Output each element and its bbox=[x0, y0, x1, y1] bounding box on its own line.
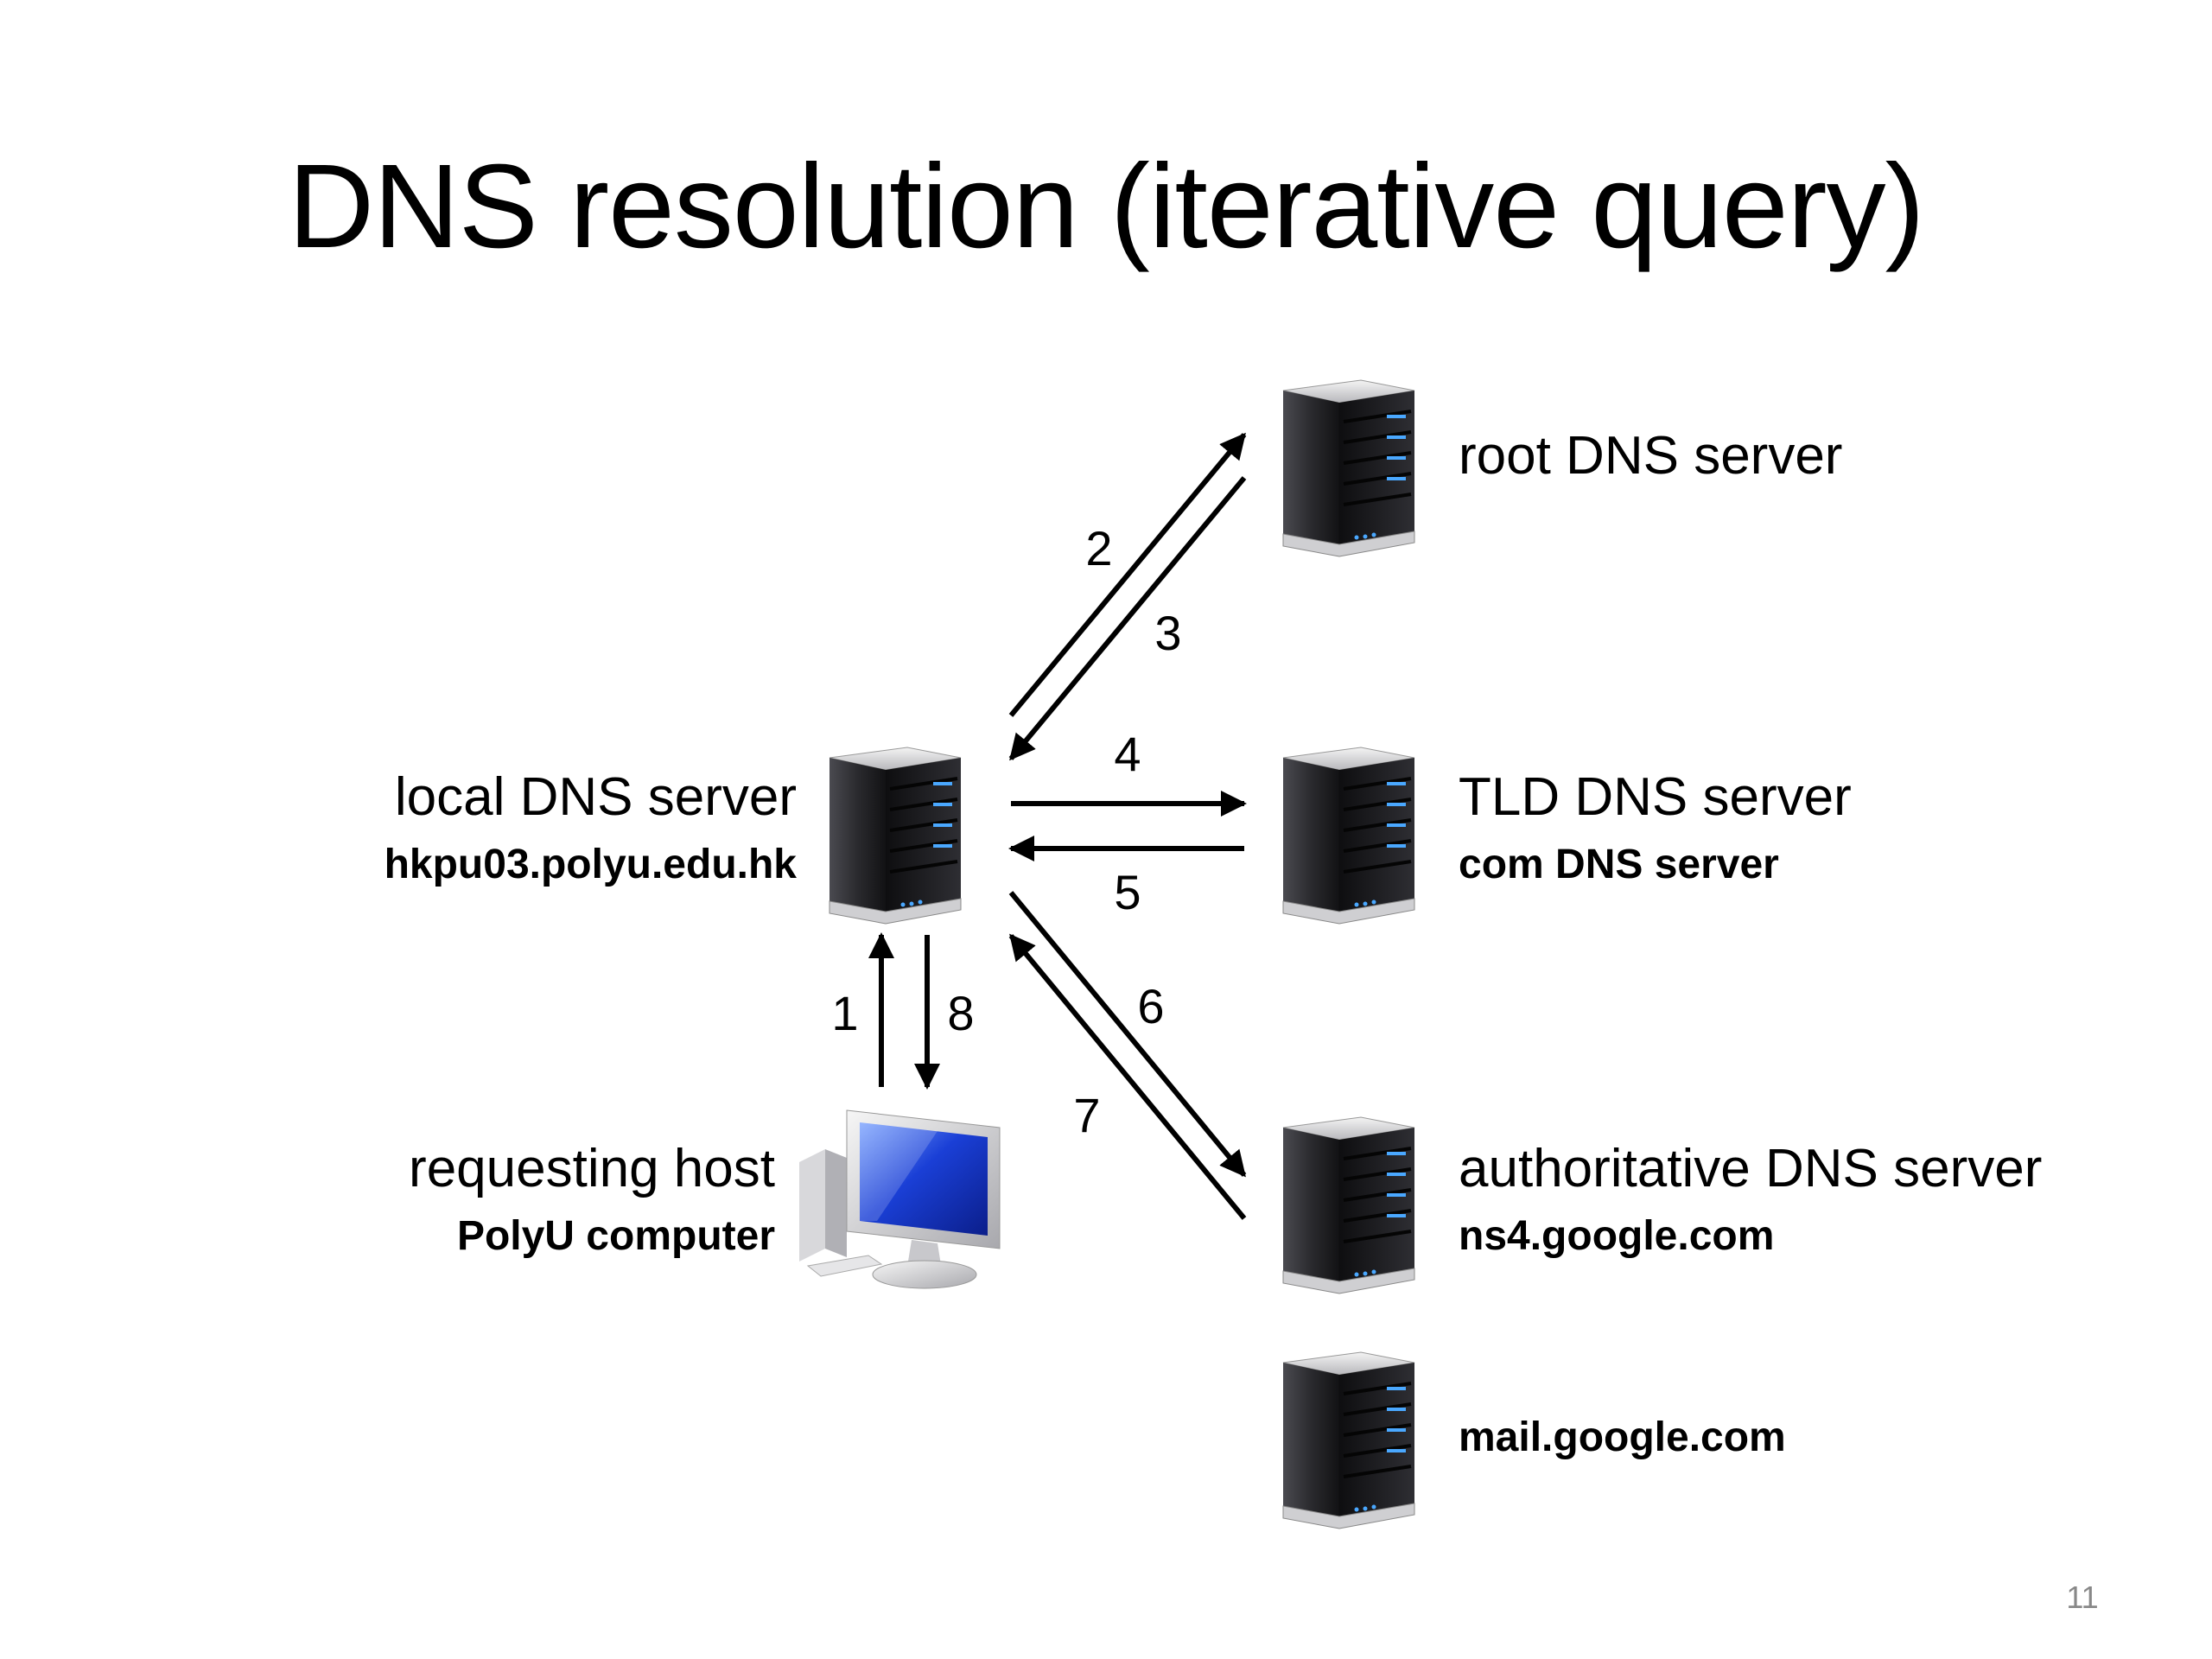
arrow-7 bbox=[1008, 933, 1247, 1220]
host-sublabel: PolyU computer bbox=[456, 1213, 775, 1259]
mail-server-sublabel: mail.google.com bbox=[1459, 1414, 1786, 1460]
step-7-label: 7 bbox=[1073, 1088, 1101, 1142]
local-server-label: local DNS server bbox=[394, 767, 797, 827]
mail-server-icon bbox=[1281, 1351, 1416, 1530]
local-server-sublabel: hkpu03.polyu.edu.hk bbox=[384, 842, 797, 887]
step-8-label: 8 bbox=[947, 986, 975, 1040]
step-1-label: 1 bbox=[831, 986, 859, 1040]
page-number: 11 bbox=[2066, 1580, 2099, 1615]
root-server-icon bbox=[1281, 378, 1416, 558]
host-label: requesting host bbox=[409, 1139, 775, 1198]
step-5-label: 5 bbox=[1114, 865, 1141, 919]
authoritative-server-label: authoritative DNS server bbox=[1459, 1139, 2043, 1198]
authoritative-server-sublabel: ns4.google.com bbox=[1459, 1213, 1775, 1259]
local-server-icon bbox=[828, 746, 963, 925]
step-4-label: 4 bbox=[1114, 727, 1141, 781]
arrow-6 bbox=[1008, 891, 1247, 1178]
step-2-label: 2 bbox=[1085, 521, 1113, 575]
computer-icon bbox=[799, 1109, 1001, 1289]
arrow-2 bbox=[1008, 432, 1247, 717]
tld-server-sublabel: com DNS server bbox=[1459, 842, 1779, 887]
step-3-label: 3 bbox=[1154, 606, 1182, 660]
tld-server-label: TLD DNS server bbox=[1459, 767, 1852, 827]
tld-server-icon bbox=[1281, 746, 1416, 925]
authoritative-server-icon bbox=[1281, 1116, 1416, 1295]
root-server-label: root DNS server bbox=[1459, 426, 1843, 486]
step-6-label: 6 bbox=[1137, 979, 1165, 1033]
slide-title: DNS resolution (iterative query) bbox=[288, 140, 1924, 273]
arrow-3 bbox=[1008, 476, 1247, 761]
